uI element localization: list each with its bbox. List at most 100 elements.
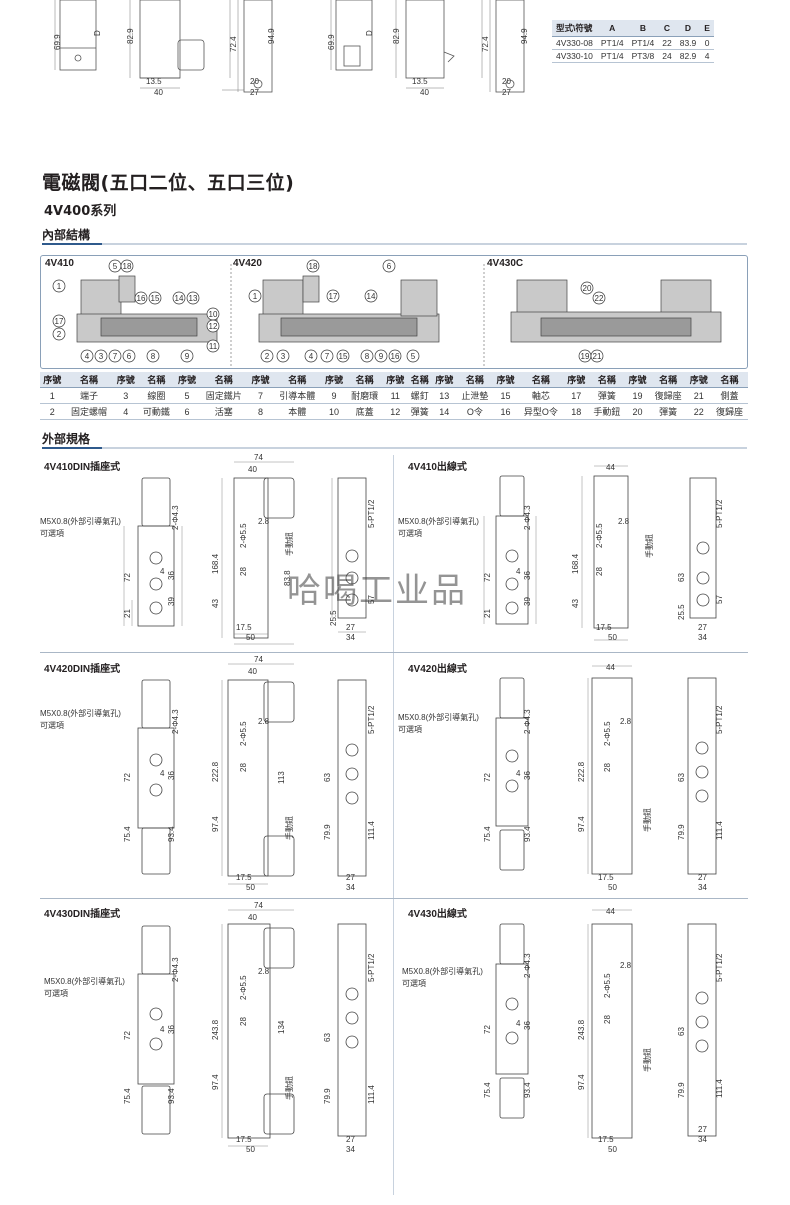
- internal-structure-panel: 4V410 4V420 4V430C: [40, 255, 748, 369]
- table-cell: 引導本體: [272, 387, 322, 404]
- parts-table: 序號 名稱 序號 名稱 序號 名稱 序號 名稱 序號 名稱 序號 名稱 序號 名…: [40, 372, 748, 420]
- dim-label: 17.5: [596, 623, 612, 632]
- note-external-pilot: M5X0.8(外部引導氣孔): [44, 976, 125, 986]
- dim-label: 44: [606, 663, 615, 672]
- dim-label: 79.9: [677, 824, 686, 840]
- parts-header: 序號: [686, 372, 712, 388]
- svg-text:14: 14: [175, 294, 184, 303]
- table-row: 4V330-10 PT1/4 PT3/8 24 82.9 4: [552, 49, 714, 63]
- top-dim-27-a: 27: [250, 88, 259, 97]
- panel-title-4v430-din: 4V430DIN插座式: [44, 909, 121, 920]
- dim-label: 111.4: [367, 821, 376, 840]
- svg-text:9: 9: [379, 352, 384, 361]
- dim-label: 5-PT1/2: [715, 499, 724, 528]
- table-cell: PT3/8: [627, 49, 659, 63]
- dim-label: 43: [211, 599, 220, 608]
- svg-text:3: 3: [99, 352, 104, 361]
- parts-header: 序號: [625, 372, 650, 388]
- parts-header: 序號: [174, 372, 200, 388]
- table-cell: 3: [113, 387, 138, 404]
- svg-text:12: 12: [209, 322, 218, 331]
- table-cell: 18: [564, 403, 589, 420]
- dim-label: 17.5: [598, 1135, 614, 1144]
- dim-label: 36: [523, 1021, 532, 1030]
- dim-label: 79.9: [677, 1082, 686, 1098]
- parts-header: 名稱: [138, 372, 175, 388]
- dim-label: 75.4: [123, 1088, 132, 1104]
- table-cell: 83.9: [675, 36, 701, 50]
- parts-header: 名稱: [407, 372, 432, 388]
- parts-header: 序號: [113, 372, 138, 388]
- svg-text:9: 9: [185, 352, 190, 361]
- dim-label: 2.8: [620, 717, 632, 726]
- panel-title-4v420-din: 4V420DIN插座式: [44, 664, 121, 675]
- dim-label: 2-Φ5.5: [603, 973, 612, 998]
- dim-label: 手動鈕: [642, 808, 652, 832]
- dim-label: 72: [123, 773, 132, 782]
- previous-valve-drawings: 69.9 82.9 13.5 40 72.4 94.9 20 27 69.9 8…: [53, 0, 529, 97]
- dim-label: 2-Φ4.3: [523, 505, 532, 530]
- table-cell: 7: [248, 387, 273, 404]
- table-cell: 底蓋: [346, 403, 383, 420]
- dim-label: 2.8: [258, 717, 270, 726]
- dim-label: 手動鈕: [644, 534, 654, 558]
- parts-header: 序號: [564, 372, 589, 388]
- dim-label: 27: [346, 1135, 355, 1144]
- previous-drawings: 69.9 82.9 13.5 40 72.4 94.9 20 27 69.9 8…: [0, 0, 790, 100]
- dim-label: 34: [346, 1145, 355, 1154]
- dim-label: 2.8: [258, 517, 270, 526]
- panel-title-4v430-wire: 4V430出線式: [408, 909, 467, 920]
- dim-label: 手動鈕: [284, 1076, 294, 1100]
- model-label-4v420: 4V420: [233, 258, 262, 269]
- note-external-pilot: M5X0.8(外部引導氣孔): [40, 708, 121, 718]
- dim-label: 222.8: [211, 761, 220, 782]
- table-cell: 本體: [272, 403, 322, 420]
- table-cell: 13: [432, 387, 457, 404]
- svg-text:2: 2: [57, 330, 62, 339]
- svg-text:16: 16: [391, 352, 400, 361]
- top-dim-69-9-b: 69.9: [327, 34, 336, 50]
- dim-label: 手動鈕: [284, 532, 294, 556]
- dim-label: 28: [239, 1017, 248, 1026]
- dim-label: 39: [167, 597, 176, 606]
- note-external-pilot: M5X0.8(外部引導氣孔): [40, 516, 121, 526]
- top-dim-72-4-b: 72.4: [481, 36, 490, 52]
- spec-header-b: B: [627, 20, 659, 37]
- table-cell: 彈簧: [588, 387, 626, 404]
- dim-label: 50: [246, 633, 255, 642]
- dim-label: 4: [516, 567, 521, 576]
- dim-label: 39: [523, 597, 532, 606]
- table-cell: 活塞: [199, 403, 249, 420]
- table-cell: 4: [113, 403, 138, 420]
- note-external-pilot: M5X0.8(外部引導氣孔): [398, 712, 479, 722]
- top-dim-69-9-a: 69.9: [53, 34, 62, 50]
- svg-text:18: 18: [309, 262, 318, 271]
- dim-label: 4: [516, 1019, 521, 1028]
- table-cell: 軸芯: [517, 387, 565, 404]
- table-cell: PT1/4: [596, 36, 628, 50]
- svg-text:4: 4: [309, 352, 314, 361]
- panel-divider: [40, 898, 748, 899]
- watermark: 哈喝工业品: [287, 571, 467, 611]
- table-cell: 24: [658, 49, 676, 63]
- dim-label: 27: [346, 623, 355, 632]
- table-cell: 5: [174, 387, 200, 404]
- dim-label: 4: [160, 567, 165, 576]
- table-cell: 4: [700, 49, 714, 63]
- dim-label: 97.4: [211, 816, 220, 832]
- svg-text:7: 7: [113, 352, 118, 361]
- dim-label: 手動鈕: [642, 1048, 652, 1072]
- table-cell: 异型O令: [517, 403, 565, 420]
- top-dim-27-b: 27: [502, 88, 511, 97]
- svg-text:18: 18: [123, 262, 132, 271]
- svg-text:5: 5: [411, 352, 416, 361]
- table-cell: 11: [383, 387, 408, 404]
- dim-label: 28: [603, 1015, 612, 1024]
- svg-text:8: 8: [365, 352, 370, 361]
- top-dim-94-9-a: 94.9: [267, 28, 276, 44]
- svg-text:1: 1: [253, 292, 258, 301]
- spec-header-d: D: [675, 20, 701, 37]
- dim-label: 50: [608, 633, 617, 642]
- dim-label: 75.4: [483, 1082, 492, 1098]
- dim-label: 21: [483, 609, 492, 618]
